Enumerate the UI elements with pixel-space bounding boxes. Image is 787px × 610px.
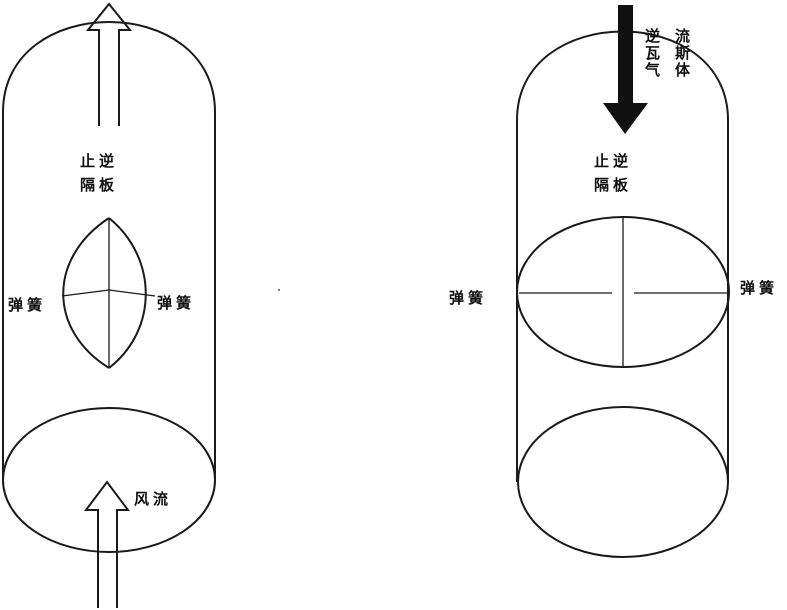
gas-label-column-1: 逆瓦气 [643,27,661,79]
left-spring-label-left: 弹簧 [8,296,46,314]
left-airflow-arrow [84,480,130,608]
airflow-label: 风流 [134,490,172,508]
right-spring-label-left: 弹簧 [449,289,487,307]
right-valve-label-line1: 止逆 [594,152,632,170]
right-check-valve-closed [516,216,730,368]
left-spring-label-right: 弹簧 [157,294,195,312]
left-valve-label-line2: 隔板 [80,176,118,194]
left-cylinder [2,21,216,553]
left-cylinder-body [2,21,216,478]
right-cylinder-bottom-ellipse [517,406,729,558]
right-gas-down-arrow [603,5,648,134]
left-spring-left [61,289,110,297]
right-valve-label-line2: 隔板 [594,176,632,194]
right-spring-label-right: 弹簧 [740,279,778,297]
left-spring-right [108,289,156,297]
left-top-up-arrow [85,2,133,126]
left-cylinder-bottom-ellipse [2,407,216,553]
stray-dot [278,289,280,291]
gas-label-column-2: 流斯体 [673,27,691,79]
left-check-valve-open [62,217,147,369]
left-valve-label-line1: 止逆 [80,152,118,170]
